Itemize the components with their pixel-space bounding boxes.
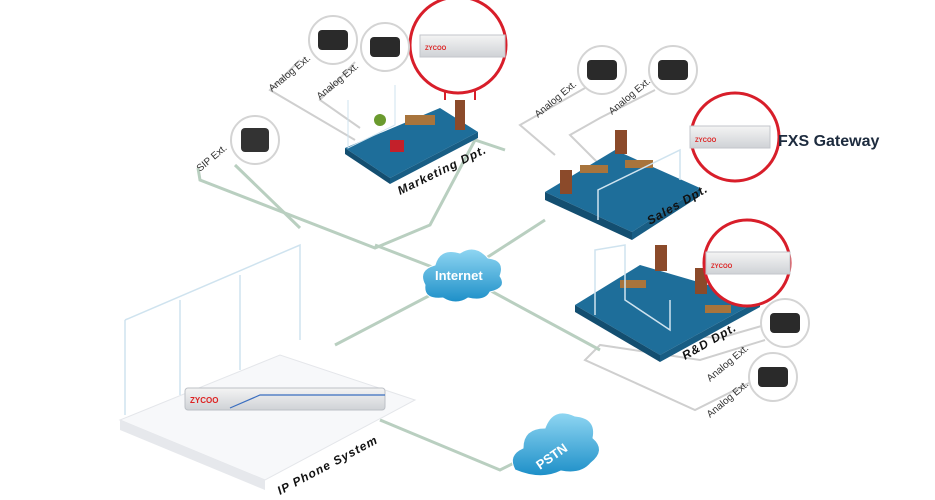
phone-label: Analog Ext.	[315, 61, 361, 102]
phone-label: Analog Ext.	[267, 53, 313, 94]
internet-cloud[interactable]: Internet	[422, 248, 503, 303]
analog-links	[268, 59, 766, 412]
zycoo-logo: ZYCOO	[711, 264, 733, 270]
zycoo-logo: ZYCOO	[425, 46, 447, 52]
fxs-gateway-rnd[interactable]: ZYCOO	[702, 218, 792, 308]
internet-label: Internet	[435, 268, 483, 283]
phone-label: Analog Ext.	[533, 79, 579, 120]
zycoo-logo: ZYCOO	[695, 138, 717, 144]
pstn-cloud[interactable]: PSTN	[511, 412, 600, 477]
phone-label: Analog Ext.	[705, 379, 751, 420]
ip-phone-system[interactable]: ZYCOO	[118, 243, 417, 490]
fxs-gateway-label: FXS Gateway	[778, 133, 879, 150]
fxs-gateway-marketing[interactable]: ZYCOO	[408, 0, 508, 100]
fxs-gateway-sales[interactable]: ZYCOO	[689, 91, 781, 183]
zycoo-logo: ZYCOO	[190, 396, 218, 405]
marketing-dept[interactable]	[345, 85, 478, 184]
phone-label: SIP Ext.	[195, 143, 230, 175]
sales-dept[interactable]	[545, 130, 700, 240]
phone-label: Analog Ext.	[705, 343, 751, 384]
